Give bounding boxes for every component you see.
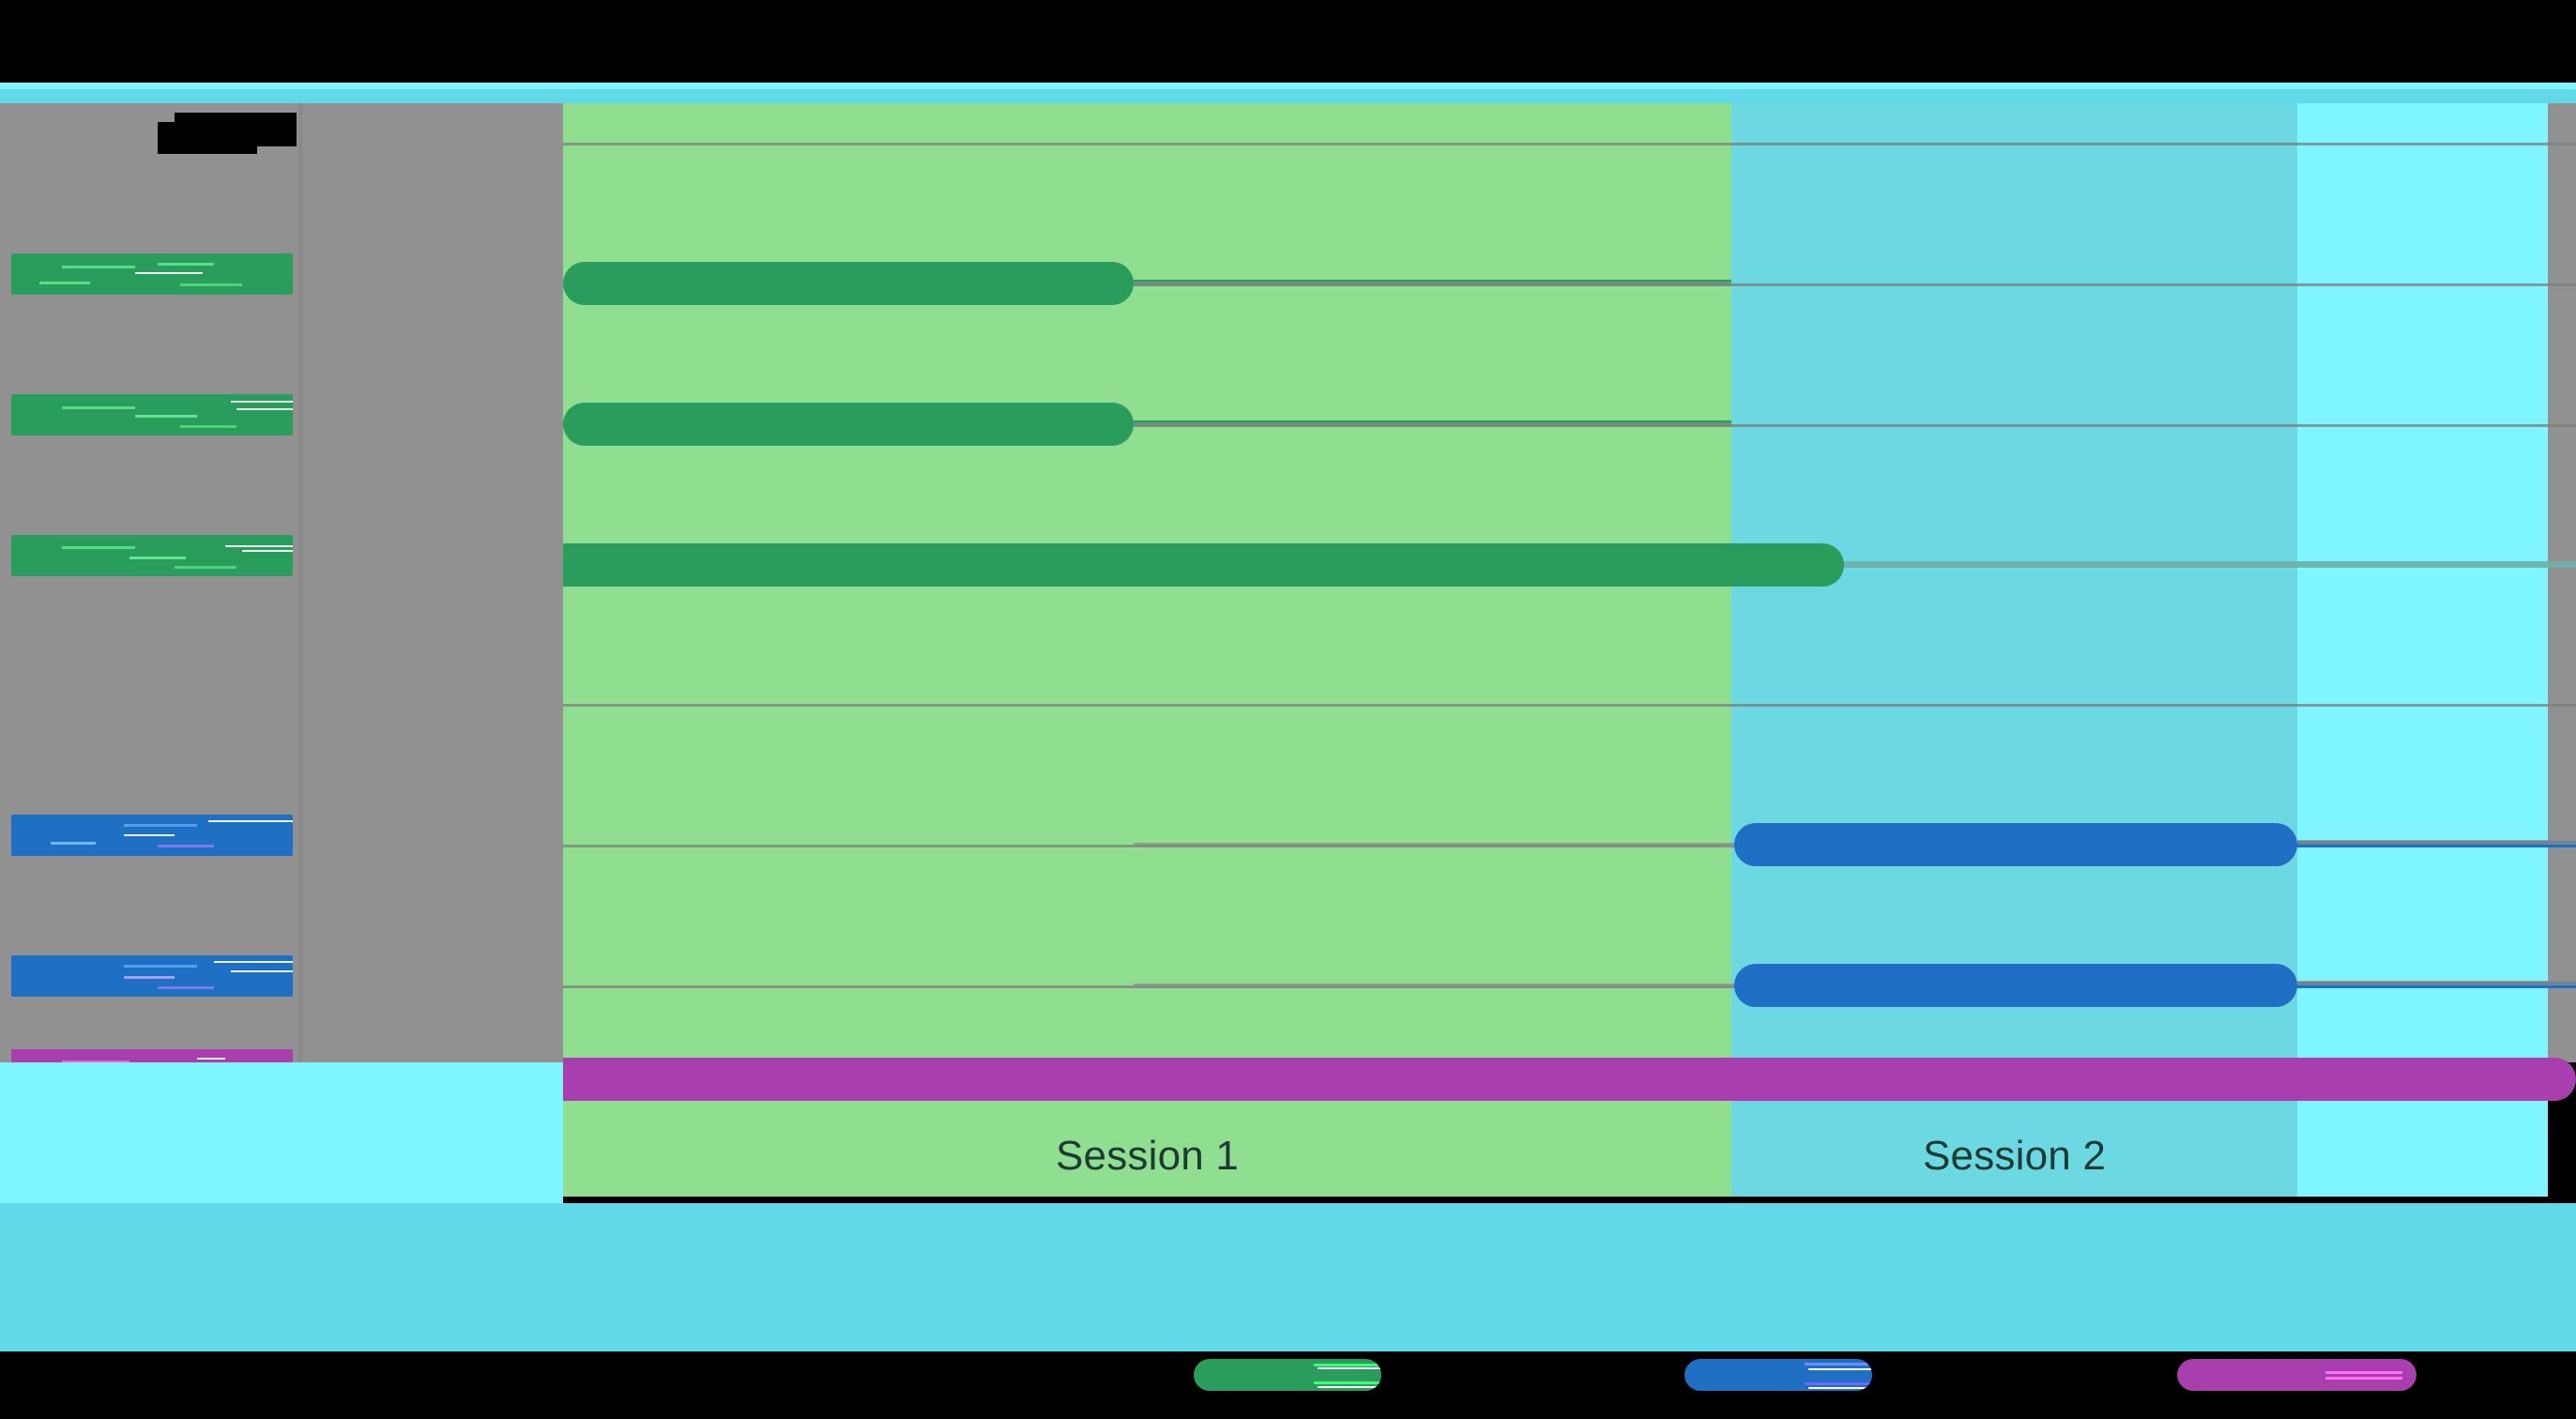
gantt-bar-tail-2: [1844, 561, 2576, 568]
legend-item-2[interactable]: [2177, 1359, 2416, 1391]
category-label-4: [11, 955, 293, 997]
redaction-overlay: [11, 815, 293, 856]
session-band-2-label: Session 2: [1922, 1133, 2107, 1179]
gantt-rowline-1: [1134, 422, 1731, 427]
gantt-bar-2[interactable]: [372, 543, 1844, 587]
gantt-rowline-3a: [1134, 843, 1734, 847]
gantt-bar-5[interactable]: [308, 1058, 2576, 1101]
legend-redact-line: [1808, 1386, 1872, 1389]
legend-item-0[interactable]: [1194, 1359, 1381, 1391]
legend-redact-line: [2325, 1370, 2402, 1374]
gantt-rowline-0: [1134, 282, 1731, 286]
legend-redact-line: [1318, 1386, 1381, 1389]
gridline-row-3: [563, 704, 2576, 707]
legend-redact-line: [1314, 1363, 1381, 1366]
legend-redact-line: [1314, 1381, 1381, 1385]
header-accent-bar: [0, 89, 2576, 100]
legend-redact-line: [1805, 1363, 1872, 1366]
category-label-2: [11, 535, 293, 576]
category-label-column: [0, 103, 563, 1091]
gantt-row-3[interactable]: [0, 823, 2576, 866]
gridline-row-0: [563, 143, 2576, 145]
legend-swatch-2: [2177, 1359, 2416, 1391]
legend-redact-line: [1808, 1367, 1872, 1370]
redaction-overlay: [11, 535, 293, 576]
gantt-row-5[interactable]: [0, 1058, 2576, 1101]
category-label-3: [11, 815, 293, 856]
legend-redact-line: [1318, 1366, 1381, 1369]
legend-item-1[interactable]: [1684, 1359, 1872, 1391]
redaction-overlay: [11, 394, 293, 435]
category-label-1: [11, 394, 293, 435]
gantt-rowline-4b: [2297, 981, 2576, 985]
gantt-bar-4[interactable]: [1734, 964, 2297, 1007]
gantt-rowline-4a: [1134, 984, 1734, 988]
redaction-overlay: [11, 955, 293, 997]
gantt-rowline-3b: [2297, 840, 2576, 845]
chart-title-redacted: [158, 113, 297, 154]
title-notch-left: [158, 113, 175, 122]
legend: [0, 1359, 2576, 1396]
gantt-bar-0[interactable]: [563, 262, 1134, 305]
redaction-overlay: [11, 253, 293, 295]
category-label-0: [11, 253, 293, 295]
title-notch-right: [257, 146, 297, 154]
session-band-1-label: Session 1: [1055, 1133, 1240, 1179]
label-column-divider: [298, 103, 302, 1062]
legend-redact-line: [1805, 1382, 1872, 1386]
footer-main-band: [0, 1203, 2576, 1351]
gantt-bar-3[interactable]: [1734, 823, 2297, 866]
gantt-row-0[interactable]: [0, 262, 2576, 305]
footer-accent-band: [0, 1062, 563, 1203]
header-accent-bar-bright: [0, 83, 2576, 89]
legend-redact-line: [2325, 1377, 2402, 1381]
gantt-row-1[interactable]: [0, 403, 2576, 446]
gantt-row-4[interactable]: [0, 964, 2576, 1007]
gantt-row-2[interactable]: [0, 543, 2576, 587]
gantt-bar-1[interactable]: [563, 403, 1134, 446]
